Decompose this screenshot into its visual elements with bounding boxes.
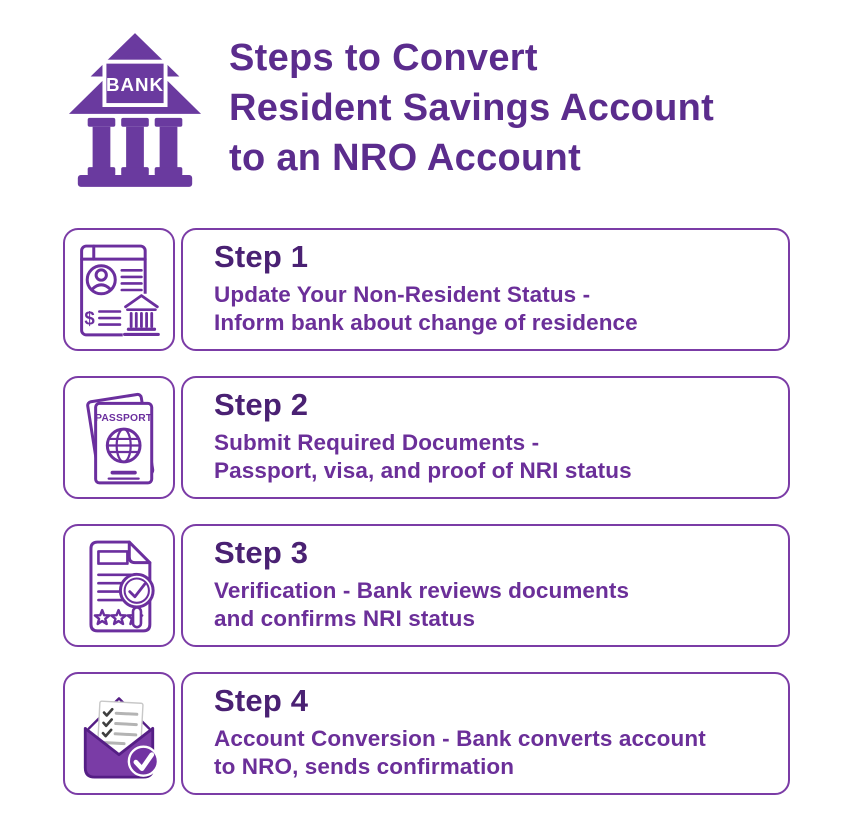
step-1-desc-line-1: Update Your Non-Resident Status - (214, 282, 591, 307)
step-card-2: PASSPORT Step 2 Submit Required Document… (63, 376, 790, 499)
step-4-desc-line-2: to NRO, sends confirmation (214, 754, 515, 779)
page-title: Steps to Convert Resident Savings Accoun… (229, 33, 714, 183)
step-2-title: Step 2 (214, 387, 309, 422)
step-1-text-box: Step 1 Update Your Non-Resident Status -… (181, 228, 790, 351)
step-3-icon-box (63, 524, 175, 647)
step-1-desc-line-2: Inform bank about change of residence (214, 310, 638, 335)
step-3-text-box: Step 3 Verification - Bank reviews docum… (181, 524, 790, 647)
bank-logo-icon: BANK (68, 33, 202, 187)
step-card-3: Step 3 Verification - Bank reviews docum… (63, 524, 790, 647)
step-3-title: Step 3 (214, 535, 309, 570)
steps-list: $ Step 1 (63, 228, 790, 795)
step-3-desc-line-1: Verification - Bank reviews documents (214, 578, 630, 603)
bank-sign-label: BANK (106, 74, 164, 95)
step-1-icon-box: $ (63, 228, 175, 351)
step-4-icon-box (63, 672, 175, 795)
passport-icon: PASSPORT (86, 392, 155, 484)
step-2-icon-box: PASSPORT (63, 376, 175, 499)
step-card-1: $ Step 1 (63, 228, 790, 351)
dollar-glyph: $ (84, 307, 95, 328)
verification-magnifier-icon (89, 540, 155, 632)
step-2-desc-line-1: Submit Required Documents - (214, 430, 540, 455)
confirmation-envelope-icon (83, 696, 160, 779)
passport-label: PASSPORT (95, 413, 153, 424)
step-4-text-box: Step 4 Account Conversion - Bank convert… (181, 672, 790, 795)
page-title-line-2: Resident Savings Account (229, 87, 715, 129)
step-3-desc-line-2: and confirms NRI status (214, 606, 476, 631)
resident-status-document-icon: $ (80, 244, 162, 337)
step-4-desc-line-1: Account Conversion - Bank converts accou… (214, 726, 706, 751)
step-2-desc-line-2: Passport, visa, and proof of NRI status (214, 458, 632, 483)
step-1-title: Step 1 (214, 239, 309, 274)
step-card-4: Step 4 Account Conversion - Bank convert… (63, 672, 790, 795)
page-title-line-1: Steps to Convert (229, 37, 538, 79)
step-4-title: Step 4 (214, 683, 309, 718)
step-2-text-box: Step 2 Submit Required Documents - Passp… (181, 376, 790, 499)
page-title-line-3: to an NRO Account (229, 137, 582, 179)
